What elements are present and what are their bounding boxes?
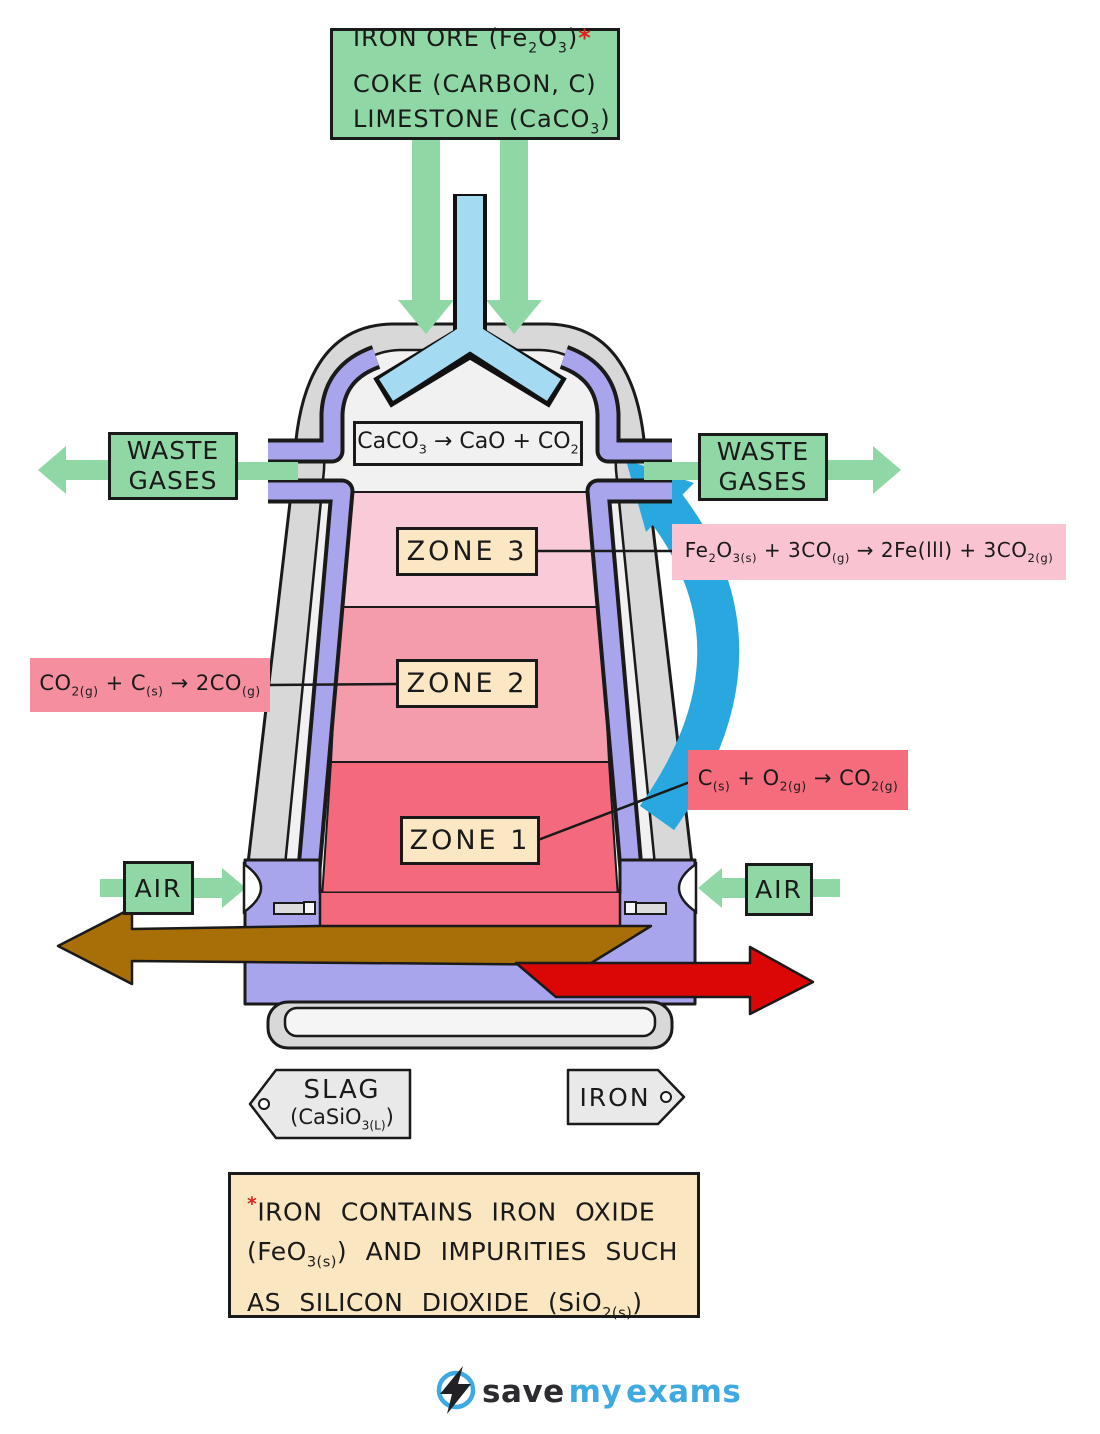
tuyere-right bbox=[624, 901, 667, 915]
raw-materials-line: COKE (CARBON, C) bbox=[353, 69, 597, 98]
tuyere-left bbox=[273, 901, 316, 915]
raw-materials-line: IRON ORE (Fe2O3)* bbox=[353, 24, 592, 57]
air-label: AIR bbox=[755, 875, 803, 904]
iron-title: IRON bbox=[579, 1082, 651, 1112]
waste-gases-label: WASTE GASES bbox=[126, 436, 220, 495]
slag-formula: (CaSiO3(L)) bbox=[290, 1105, 394, 1133]
iron-arrow bbox=[514, 945, 815, 1016]
waste-gas-arrow-right bbox=[644, 446, 901, 494]
tuyere-notch-right bbox=[677, 861, 698, 915]
logo-word-save: save bbox=[482, 1374, 565, 1410]
air-label: AIR bbox=[134, 873, 183, 903]
zone3-label-box: ZONE 3 bbox=[396, 527, 538, 576]
waste-gases-label: WASTE GASES bbox=[716, 437, 810, 496]
logo-bolt-icon bbox=[436, 1366, 476, 1414]
zone3-equation-box: Fe2O3(s) + 3CO(g) → 2Fe(lll) + 3CO2(g) bbox=[672, 524, 1066, 580]
slag-tag-shape bbox=[248, 1068, 412, 1140]
footnote-text: *IRON CONTAINS IRON OXIDE(FeO3(s)) AND I… bbox=[247, 1194, 678, 1322]
footnote-box: *IRON CONTAINS IRON OXIDE(FeO3(s)) AND I… bbox=[228, 1172, 700, 1321]
waste-gases-box-right: WASTE GASES bbox=[698, 433, 828, 501]
zone1-label-box: ZONE 1 bbox=[400, 816, 540, 865]
zone2-label: ZONE 2 bbox=[406, 668, 528, 699]
slag-tag-label: SLAG (CaSiO3(L)) bbox=[272, 1075, 412, 1133]
raw-materials-box: IRON ORE (Fe2O3)* COKE (CARBON, C) LIMES… bbox=[330, 24, 620, 140]
zone2-equation-box: CO2(g) + C(s) → 2CO(g) bbox=[30, 658, 270, 712]
slag-title: SLAG bbox=[303, 1075, 381, 1106]
iron-tag-shape bbox=[566, 1068, 686, 1126]
tuyere-notch-left bbox=[242, 861, 263, 915]
air-box-right: AIR bbox=[745, 863, 813, 916]
calcination-equation: CaCO3 → CaO + CO2 bbox=[357, 429, 579, 458]
zone2-label-box: ZONE 2 bbox=[396, 659, 538, 708]
iron-tag-label: IRON bbox=[572, 1080, 658, 1114]
air-arrow-left bbox=[100, 868, 246, 908]
zone1-equation-box: C(s) + O2(g) → CO2(g) bbox=[688, 750, 908, 810]
zone1-label: ZONE 1 bbox=[409, 825, 531, 856]
zone2-equation: CO2(g) + C(s) → 2CO(g) bbox=[39, 671, 261, 699]
raw-material-feed-arrows bbox=[398, 140, 542, 334]
air-arrow-right bbox=[698, 868, 840, 908]
zone3-label: ZONE 3 bbox=[406, 536, 528, 567]
furnace-base bbox=[266, 1000, 674, 1050]
zone1-equation: C(s) + O2(g) → CO2(g) bbox=[697, 766, 899, 794]
waste-gases-box-left: WASTE GASES bbox=[108, 432, 238, 500]
label-connector-lines bbox=[267, 549, 691, 842]
raw-materials-line: LIMESTONE (CaCO3) bbox=[353, 104, 611, 137]
furnace-lining bbox=[268, 345, 672, 894]
logo-word-my: my bbox=[568, 1374, 623, 1410]
zone3-equation: Fe2O3(s) + 3CO(g) → 2Fe(lll) + 3CO2(g) bbox=[684, 538, 1054, 566]
brand-logo: save my exams bbox=[482, 1374, 741, 1410]
air-box-left: AIR bbox=[123, 861, 194, 915]
calcination-equation-box: CaCO3 → CaO + CO2 bbox=[353, 421, 583, 466]
slag-arrow bbox=[56, 906, 653, 986]
logo-word-exams: exams bbox=[626, 1374, 742, 1410]
waste-gas-arrow-left bbox=[38, 446, 298, 494]
charge-chute-icon bbox=[373, 194, 567, 408]
